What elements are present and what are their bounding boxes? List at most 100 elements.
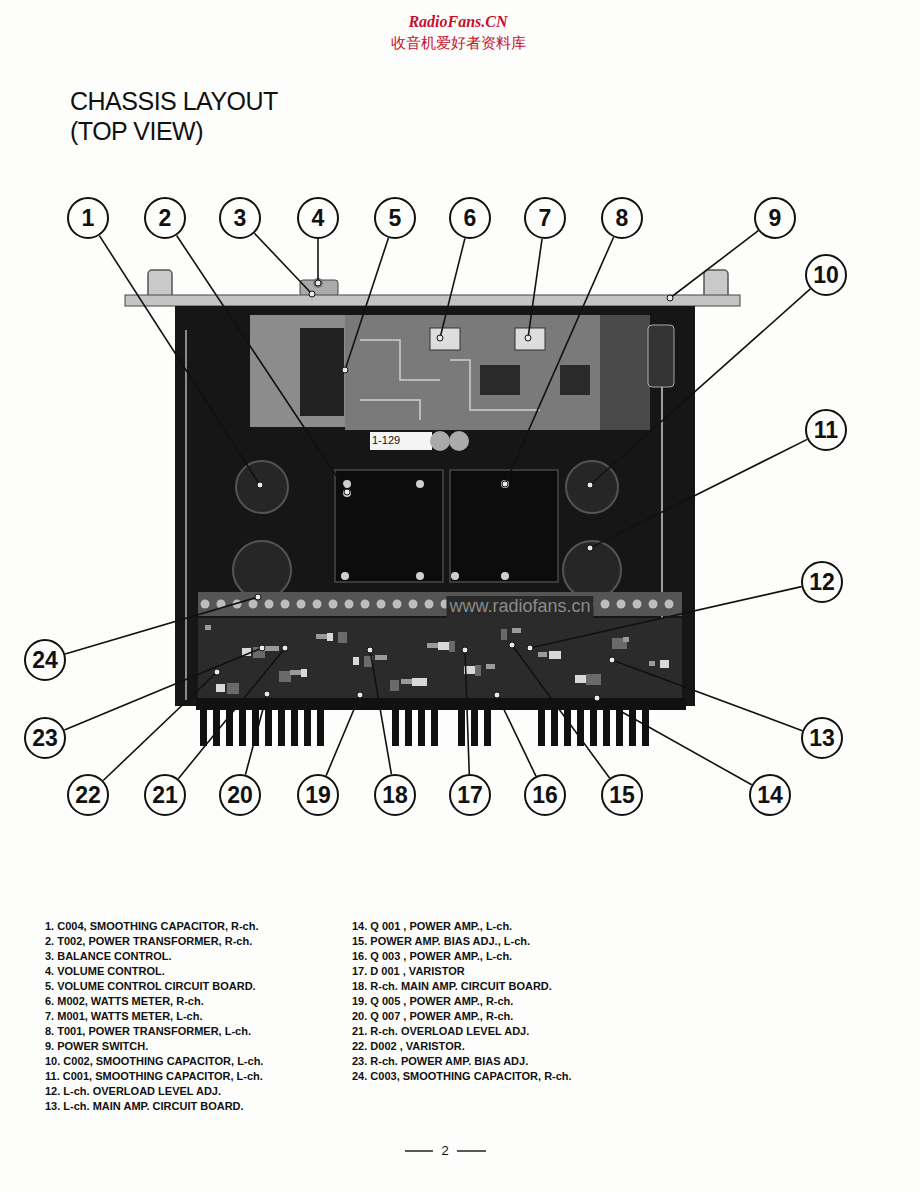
screws [341,480,509,580]
legend-item: 7. M001, WATTS METER, L-ch. [45,1010,202,1023]
legend-item: 8. T001, POWER TRANSFORMER, L-ch. [45,1025,251,1038]
legend-item: 15. POWER AMP. BIAS ADJ., L-ch. [352,935,530,948]
leader-line [178,648,285,779]
legend-item: 2. T002, POWER TRANSFORMER, R-ch. [45,935,252,948]
ic [560,365,590,395]
dot [430,431,450,451]
callout-number: 17 [457,784,483,807]
leader-line [254,233,312,294]
leader-line [326,695,360,776]
callout-circle: 10 [805,254,847,296]
legend-item: 20. Q 007 , POWER AMP., R-ch. [352,1010,513,1023]
callout-number: 13 [809,727,835,750]
leader-line [345,238,388,370]
callout-number: 4 [312,207,325,230]
legend-item: 19. Q 005 , POWER AMP., R-ch. [352,995,513,1008]
leader-dot [437,335,443,341]
callout-number: 15 [609,784,635,807]
leader-line [177,235,347,492]
callout-circle: 2 [144,197,186,239]
leader-line [440,238,465,338]
leader-dot [255,594,261,600]
leader-dot [594,695,600,701]
callout-number: 16 [532,784,558,807]
callout-number: 24 [32,649,58,672]
leader-dot [315,280,321,286]
legend-item: 14. Q 001 , POWER AMP., L-ch. [352,920,512,933]
leader-dot [502,481,508,487]
callout-circle: 17 [449,774,491,816]
callout-number: 7 [539,207,552,230]
legend-item: 3. BALANCE CONTROL. [45,950,172,963]
legend-item: 16. Q 003 , POWER AMP., L-ch. [352,950,512,963]
leader-dot [587,482,593,488]
dash [405,1150,433,1152]
leader-line [64,648,262,730]
callout-number: 18 [382,784,408,807]
meter [515,328,545,350]
leader-line [317,239,319,283]
leader-line [590,289,810,485]
component-block [300,328,344,416]
page-number: 2 [441,1143,448,1159]
leader-line [497,695,536,776]
leader-line [597,698,752,785]
legend-item: 21. R-ch. OVERLOAD LEVEL ADJ. [352,1025,529,1038]
legend-item: 13. L-ch. MAIN AMP. CIRCUIT BOARD. [45,1100,244,1113]
legend-item: 12. L-ch. OVERLOAD LEVEL ADJ. [45,1085,221,1098]
capacitors [233,461,621,599]
callout-circle: 6 [449,197,491,239]
callout-circle: 24 [24,639,66,681]
leader-line [245,694,267,775]
leader-line [590,439,807,548]
callout-number: 1 [82,207,95,230]
callout-number: 2 [159,207,172,230]
legend-item: 5. VOLUME CONTROL CIRCUIT BOARD. [45,980,256,993]
callout-circle: 1 [67,197,109,239]
legend-item: 23. R-ch. POWER AMP. BIAS ADJ. [352,1055,528,1068]
callout-circle: 11 [805,409,847,451]
leader-line [670,231,758,298]
leader-line [465,650,469,774]
leader-line [505,237,614,484]
callout-number: 23 [32,727,58,750]
transformer [450,470,558,582]
sticker [370,432,432,450]
meter [430,328,460,350]
callout-number: 21 [152,784,178,807]
capacitor [648,325,674,387]
terminals [201,600,674,609]
callout-number: 22 [75,784,101,807]
traces [360,340,540,420]
leader-dot [527,645,533,651]
leader-dot [609,657,615,663]
callout-circle: 16 [524,774,566,816]
volume-board [250,315,345,427]
legend-item: 10. C002, SMOOTHING CAPACITOR, L-ch. [45,1055,263,1068]
leader-dot [587,545,593,551]
watermark: 收音机爱好者资料库 [391,34,526,52]
leader-dot [462,647,468,653]
leader-dot [257,482,263,488]
callout-number: 10 [813,264,839,287]
callout-circle: 12 [801,561,843,603]
component-area [600,315,650,430]
leader-dot [264,691,270,697]
legend-item: 22. D002 , VARISTOR. [352,1040,465,1053]
callout-circle: 18 [374,774,416,816]
knob [313,278,323,288]
leader-dot [342,367,348,373]
callout-number: 14 [757,784,783,807]
callout-circle: 13 [801,717,843,759]
ic [480,365,520,395]
callout-number: 5 [389,207,402,230]
sticker-text: 1-129 [372,434,400,447]
page-title: CHASSIS LAYOUT (TOP VIEW) [70,86,330,146]
legend-item: 4. VOLUME CONTROL. [45,965,165,978]
leader-dot [214,669,220,675]
callout-circle: 7 [524,197,566,239]
callout-circle: 9 [754,197,796,239]
leader-line [103,672,217,781]
callout-number: 11 [814,419,838,442]
